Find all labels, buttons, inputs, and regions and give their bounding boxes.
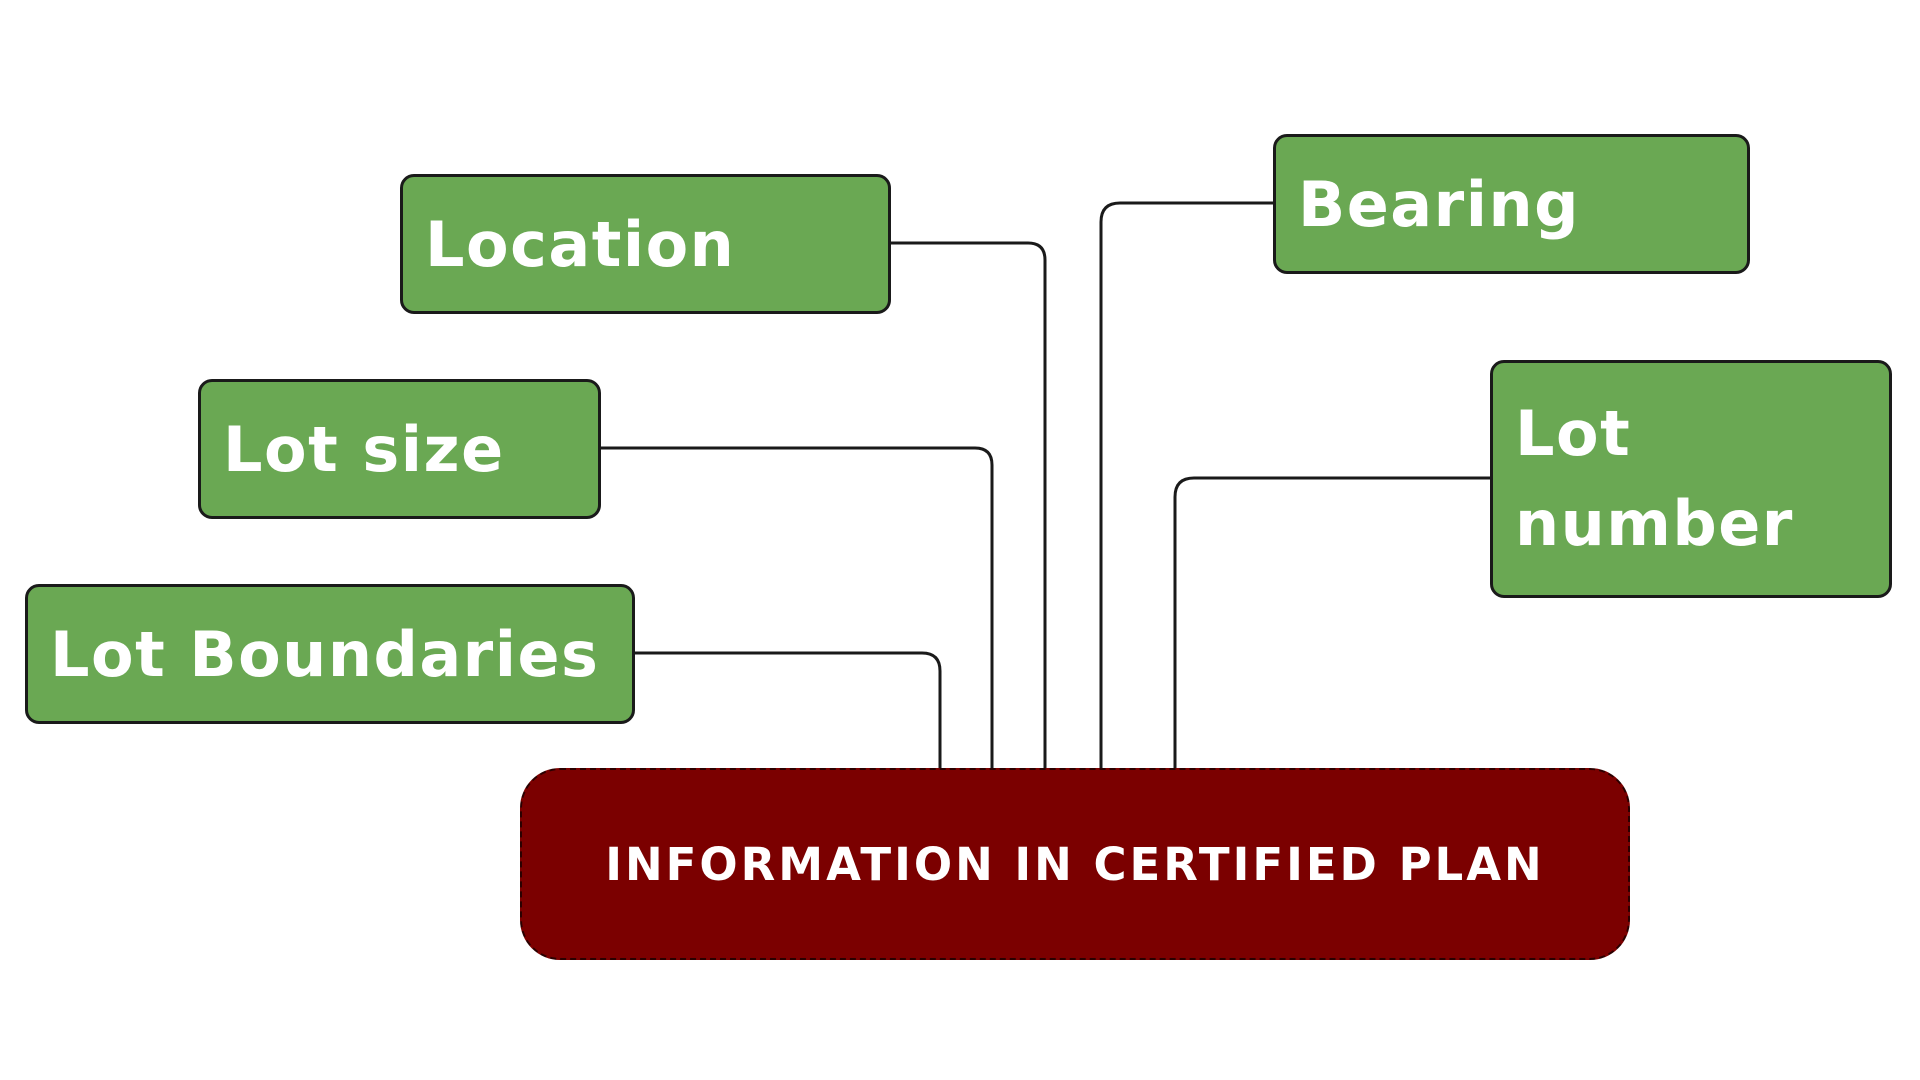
node-lot-size-label: Lot size bbox=[223, 412, 505, 486]
connector-location bbox=[890, 241, 1047, 770]
center-node-label: INFORMATION IN CERTIFIED PLAN bbox=[605, 837, 1545, 891]
node-location-label: Location bbox=[425, 207, 736, 281]
node-lot-number-label: Lot number bbox=[1515, 389, 1794, 569]
node-bearing: Bearing bbox=[1273, 134, 1750, 274]
node-lot-size: Lot size bbox=[198, 379, 601, 519]
node-lot-number-line1: Lot bbox=[1515, 397, 1632, 471]
node-lot-boundaries-label: Lot Boundaries bbox=[50, 617, 600, 691]
connector-lot-size bbox=[600, 446, 994, 770]
connector-bearing bbox=[1099, 201, 1274, 770]
node-lot-number: Lot number bbox=[1490, 360, 1892, 598]
node-lot-boundaries: Lot Boundaries bbox=[25, 584, 635, 724]
node-lot-number-line2: number bbox=[1515, 487, 1794, 560]
center-node: INFORMATION IN CERTIFIED PLAN bbox=[520, 768, 1630, 960]
connector-lot-number bbox=[1173, 476, 1491, 770]
node-location: Location bbox=[400, 174, 891, 314]
node-bearing-label: Bearing bbox=[1298, 167, 1580, 241]
connector-lot-boundaries bbox=[634, 651, 942, 770]
